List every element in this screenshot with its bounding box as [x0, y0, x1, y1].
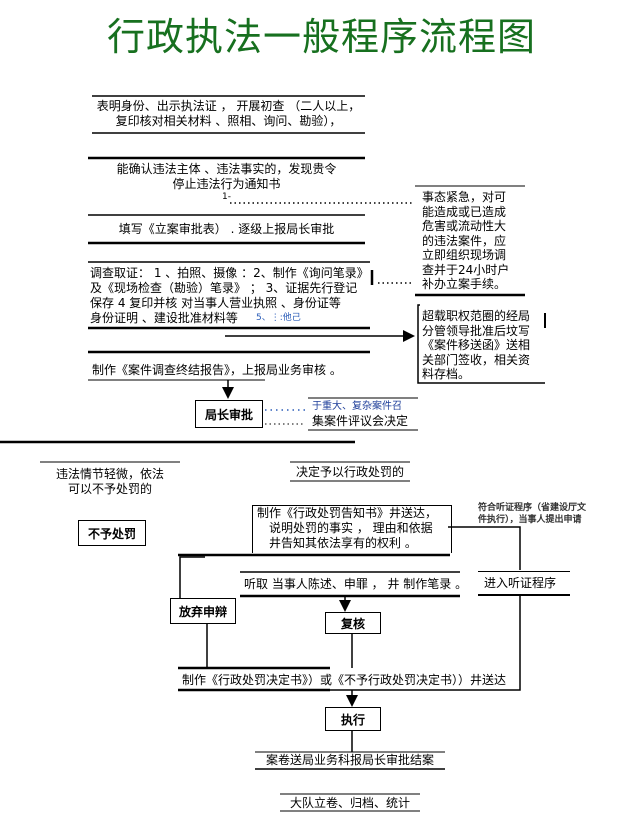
note-line: 超载职权范圈的经局 [422, 309, 531, 323]
step-text: 复印核对相关材料 、照相、询问、勘验）， [115, 114, 342, 128]
step-archive-report: 案卷送局业务科报局长审批结案 [265, 753, 434, 767]
step-text: 及《现场检查（勘验）笔录》 ； 3、证据先行登记 [90, 281, 358, 295]
step-text: 保存 4 复印并核 对当事人营业执照 、身份证等 [90, 296, 341, 310]
step-text: 说明处罚的事实 ， 理由和依据 [269, 521, 433, 535]
execute-box: 执行 [325, 707, 381, 731]
minor-violation: 违法情节轻微，依法 可以不予处罚的 [40, 467, 180, 497]
director-approval-box: 局长审批 [195, 400, 263, 428]
page-title: 行政执法一般程序流程图 [106, 15, 536, 59]
step-register: 填写《立案审批表） . 逐级上报局长审批 [118, 222, 335, 236]
hearing-condition-note: 符合听证程序（省建设厅文 件执行），当事人提出申请 [478, 502, 586, 526]
step-decision-document: 制作《行政处罚决定书》）或《不予行政处罚决定书））井送达 [182, 673, 507, 687]
step-text: 可以不予处罚的 [67, 482, 152, 496]
review-box: 复核 [325, 612, 381, 634]
step-text: 停止违法行为通知书 [172, 177, 281, 191]
step-text: 井告知其依法享有的权利 。 [269, 536, 417, 550]
note-line: 符合听证程序（省建设厅文 [478, 503, 587, 513]
step-final-report: 制作《案件调查终结报告》，上报局业务审核 。 [92, 363, 342, 377]
note-line: 危害或流动性大 [422, 219, 507, 233]
note-line: 料存档。 [422, 367, 471, 381]
urgent-case-note: 事态紧急，对可 能造成或已造成 危害或流动性大 的违法案件，应 立即组织现场调 … [422, 190, 509, 292]
step-confirm: 能确认违法主体 、违法事实的，发现贵令 停止违法行为通知书 [88, 162, 365, 192]
waive-defense-box: 放弃申辩 [170, 598, 236, 624]
note-line: 补办立案手续。 [422, 277, 507, 291]
step-archive: 大队立卷、归档、统计 [289, 796, 410, 810]
step-text: 表明身份、出示执法证 ， 开展初查 （二人以上， [96, 99, 361, 113]
step-investigate-extra: 5、⋮:他己 [256, 313, 301, 323]
step-text: 违法情节轻微，依法 [55, 467, 164, 481]
transfer-case-note: 超载职权范圈的经局 分管领导批准后坟写 《案件移送函》送相 关部门签收，相关资 … [422, 309, 530, 382]
step-text: 能确认违法主体 、违法事实的，发现贵令 [116, 162, 337, 176]
note-line: 件执行），当事人提出申请 [478, 515, 582, 525]
major-case-note: 于重大、复杂案件召 集案件评议会决定 [312, 400, 408, 428]
no-penalty-box: 不予处罚 [78, 520, 146, 546]
note-line: 于重大、复杂案件召 [312, 401, 402, 412]
penalty-notice-box: 制作《行政处罚告知书》井送达， 说明处罚的事实 ， 理由和依据 井告知其依法享有… [252, 505, 452, 553]
note-line: 集案件评议会决定 [312, 414, 409, 428]
footnote-mark: 1- [222, 192, 231, 202]
step-text: 身份证明 、建设批准材料等 [90, 311, 238, 325]
note-line: 《案件移送函》送相 [422, 338, 531, 352]
step-investigate: 调查取证： 1 、拍照、摄像 ：2、制作《询问笔录》 及《现场检查（勘验）笔录》… [90, 266, 369, 326]
hearing-procedure: 进入听证程序 [478, 571, 570, 596]
note-line: 的违法案件，应 [422, 233, 507, 248]
note-line: 关部门签收，相关资 [422, 352, 531, 367]
step-text: 调查取证： 1 、拍照、摄像 ：2、制作《询问笔录》 [90, 266, 369, 280]
note-line: 能造成或已造成 [422, 204, 507, 219]
note-line: 查并于24小时户 [422, 262, 510, 277]
note-line: 立即组织现场调 [422, 248, 507, 262]
step-listen: 听取 当事人陈述、申罪 ， 井 制作笔录 。 [244, 577, 468, 591]
note-line: 分管领导批准后坟写 [422, 323, 531, 338]
step-identify: 表明身份、出示执法证 ， 开展初查 （二人以上， 复印核对相关材料 、照相、询问… [92, 99, 365, 129]
step-text: 制作《行政处罚告知书》井送达， [257, 506, 438, 520]
note-line: 事态紧急，对可 [422, 190, 507, 204]
decide-penalty: 决定予以行政处罚的 [295, 465, 404, 479]
